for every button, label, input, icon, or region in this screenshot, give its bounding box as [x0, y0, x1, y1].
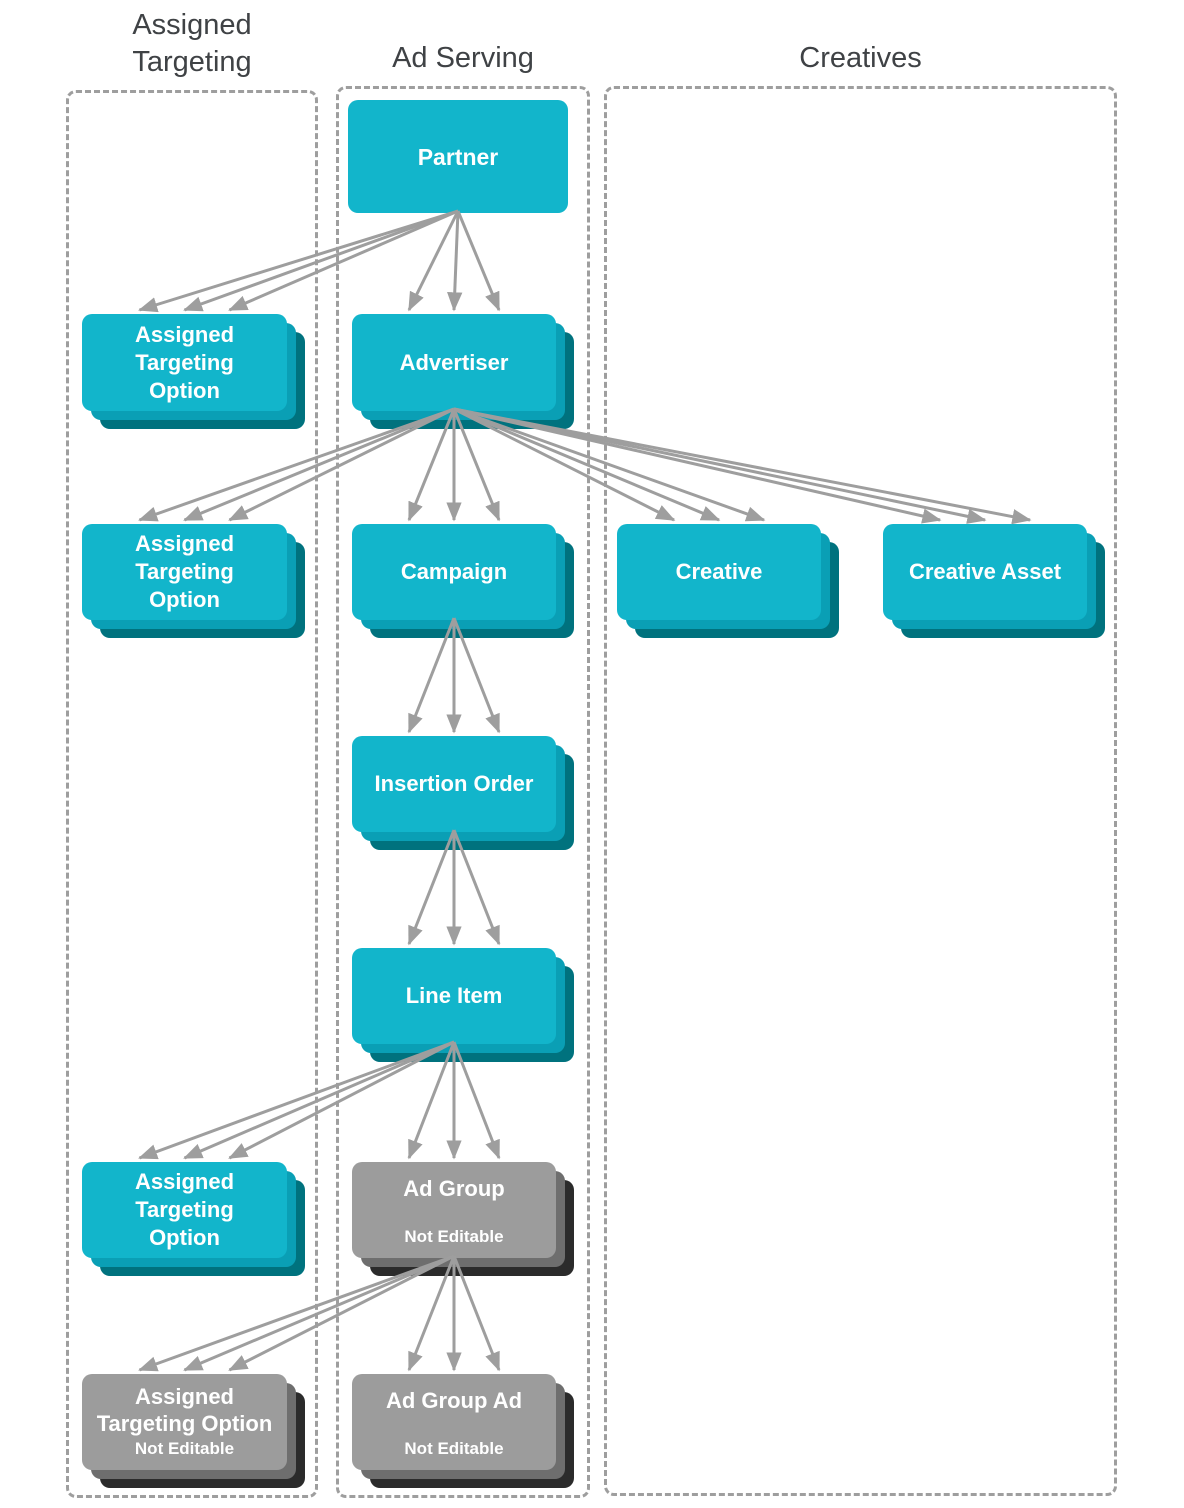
node-label: Partner [417, 143, 499, 170]
node-face: Insertion Order [352, 736, 556, 832]
node-face: Assigned Targeting Option [82, 524, 287, 620]
node-ato-3: Assigned Targeting Option [82, 1162, 305, 1276]
node-sublabel: Not Editable [134, 1439, 235, 1458]
node-label: Insertion Order [374, 771, 534, 796]
node-label: Ad Group Ad [385, 1388, 523, 1413]
column-ad-serving [336, 86, 590, 1498]
column-assigned-targeting [66, 90, 318, 1498]
node-label: Creative [675, 559, 763, 584]
node-creative-asset: Creative Asset [883, 524, 1105, 638]
node-label: Assigned Targeting Option [134, 531, 235, 612]
node-label: Assigned Targeting Option [96, 1384, 273, 1436]
node-label: Advertiser [399, 349, 509, 375]
node-face: Line Item [352, 948, 556, 1044]
node-label: Assigned Targeting Option [134, 321, 235, 403]
column-creatives [604, 86, 1117, 1496]
node-face: Assigned Targeting Option [82, 1162, 287, 1258]
node-face: Partner [348, 100, 568, 213]
node-sublabel: Not Editable [404, 1227, 504, 1246]
node-label: Assigned Targeting Option [134, 1169, 235, 1250]
node-face: Ad Group Ad Not Editable [352, 1374, 556, 1470]
node-label: Ad Group [403, 1176, 505, 1201]
node-face: Advertiser [352, 314, 556, 411]
node-line-item: Line Item [352, 948, 574, 1062]
node-face: Creative [617, 524, 821, 620]
node-partner: Partner [348, 100, 568, 213]
column-title-creatives: Creatives [799, 42, 922, 74]
node-ato-1: Assigned Targeting Option [82, 314, 305, 429]
node-label: Creative Asset [908, 559, 1062, 584]
node-face: Assigned Targeting Option [82, 314, 287, 411]
node-creative: Creative [617, 524, 839, 638]
node-ad-group-ad: Ad Group Ad Not Editable [352, 1374, 574, 1488]
node-ato-2: Assigned Targeting Option [82, 524, 305, 638]
node-campaign: Campaign [352, 524, 574, 638]
column-title-assigned-targeting: Assigned Targeting [132, 9, 252, 78]
node-face: Campaign [352, 524, 556, 620]
node-label: Line Item [405, 983, 503, 1008]
column-title-ad-serving: Ad Serving [392, 42, 534, 74]
node-insertion-order: Insertion Order [352, 736, 574, 850]
node-sublabel: Not Editable [404, 1439, 504, 1458]
node-face: Creative Asset [883, 524, 1087, 620]
node-advertiser: Advertiser [352, 314, 574, 429]
node-label: Campaign [400, 559, 508, 584]
